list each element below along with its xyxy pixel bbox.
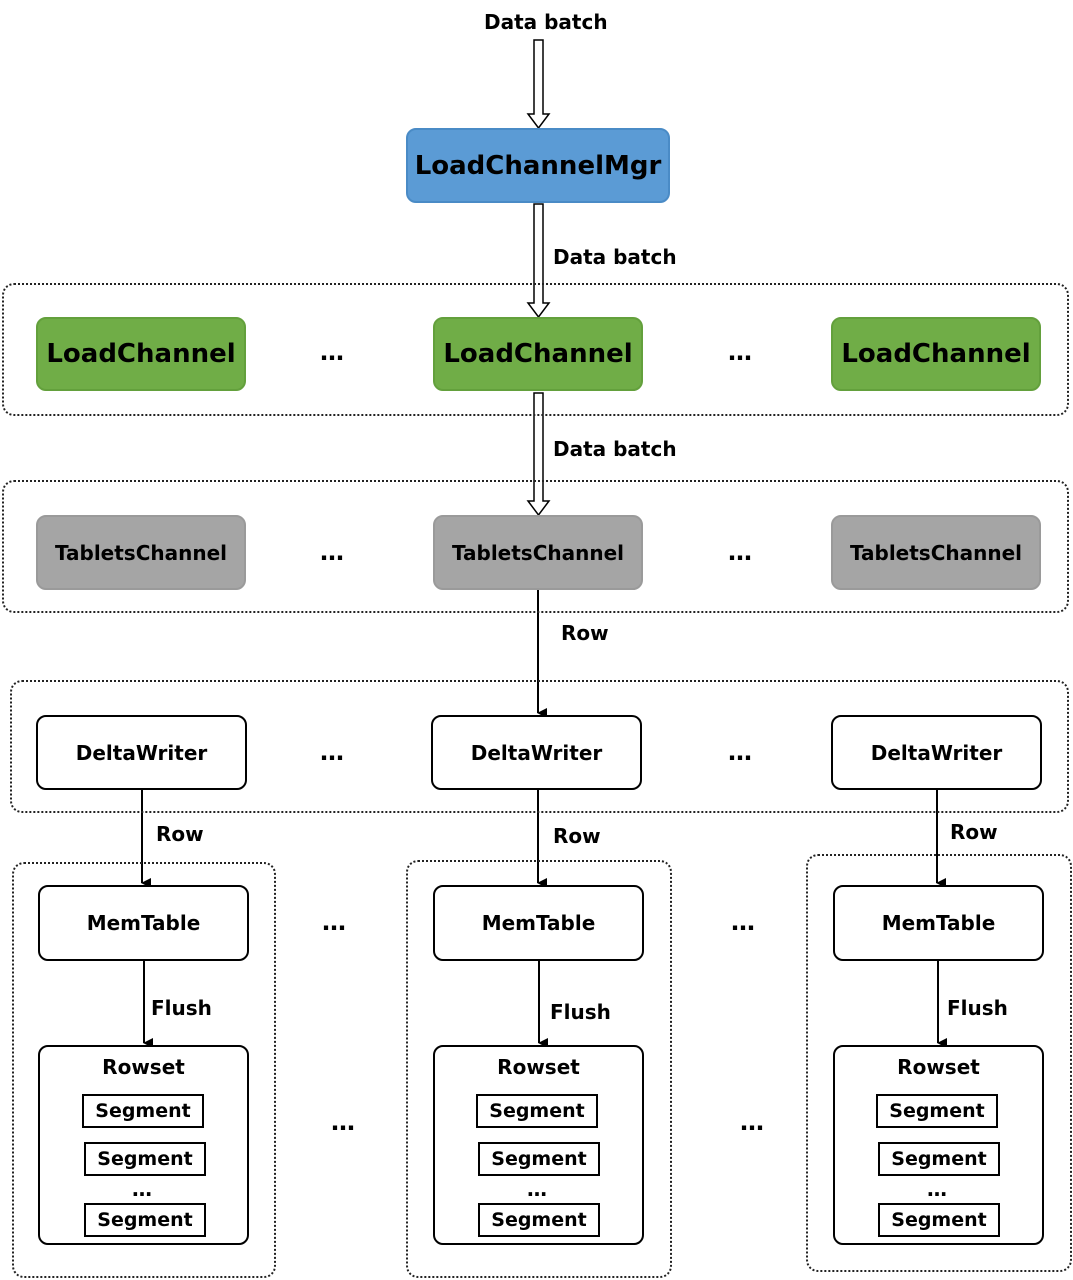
- label-row-delta-1: Row: [156, 822, 204, 846]
- label-row-tablets: Row: [561, 621, 609, 645]
- label-data-batch-loadchannel: Data batch: [553, 437, 677, 461]
- label-row-delta-3: Row: [950, 820, 998, 844]
- mem-table-node-3: MemTable: [833, 885, 1044, 961]
- segment-1: Segment: [82, 1094, 204, 1128]
- segment-ellipsis: …: [527, 1177, 547, 1201]
- segment-2: Segment: [878, 1142, 1000, 1176]
- ellipsis-mem-table-1: …: [322, 908, 346, 936]
- rowset-node-3: Rowset Segment Segment … Segment: [833, 1045, 1044, 1245]
- rowset-title: Rowset: [497, 1055, 580, 1079]
- ellipsis-mem-table-2: …: [731, 908, 755, 936]
- label-flush-2: Flush: [550, 1000, 611, 1024]
- rowset-title: Rowset: [102, 1055, 185, 1079]
- label-flush-1: Flush: [151, 996, 212, 1020]
- segment-3: Segment: [878, 1203, 1000, 1237]
- load-channel-node-2: LoadChannel: [433, 317, 643, 391]
- delta-writer-node-1: DeltaWriter: [36, 715, 247, 790]
- tablet-group-2: [406, 860, 672, 1278]
- tablets-channel-node-3: TabletsChannel: [831, 515, 1041, 590]
- ellipsis-rowset-1: …: [331, 1108, 355, 1136]
- label-data-batch-top: Data batch: [484, 10, 608, 34]
- delta-writer-node-2: DeltaWriter: [431, 715, 642, 790]
- ellipsis-load-channel-2: …: [728, 338, 752, 366]
- rowset-node-1: Rowset Segment Segment … Segment: [38, 1045, 249, 1245]
- load-channel-mgr-node: LoadChannelMgr: [406, 128, 670, 203]
- segment-3: Segment: [84, 1203, 206, 1237]
- segment-2: Segment: [84, 1142, 206, 1176]
- load-channel-group: [2, 283, 1069, 416]
- ellipsis-delta-writer-2: …: [728, 738, 752, 766]
- segment-ellipsis: …: [132, 1177, 152, 1201]
- segment-1: Segment: [876, 1094, 998, 1128]
- rowset-title: Rowset: [897, 1055, 980, 1079]
- ellipsis-tablets-channel-1: …: [320, 538, 344, 566]
- tablet-group-3: [806, 854, 1072, 1272]
- ellipsis-rowset-2: …: [740, 1108, 764, 1136]
- mem-table-node-1: MemTable: [38, 885, 249, 961]
- rowset-node-2: Rowset Segment Segment … Segment: [433, 1045, 644, 1245]
- segment-3: Segment: [478, 1203, 600, 1237]
- segment-2: Segment: [478, 1142, 600, 1176]
- label-data-batch-mgr: Data batch: [553, 245, 677, 269]
- segment-1: Segment: [476, 1094, 598, 1128]
- ellipsis-tablets-channel-2: …: [728, 538, 752, 566]
- tablets-channel-node-2: TabletsChannel: [433, 515, 643, 590]
- segment-ellipsis: …: [927, 1177, 947, 1201]
- delta-writer-group: [10, 680, 1069, 813]
- tablets-channel-group: [2, 480, 1069, 613]
- ellipsis-delta-writer-1: …: [320, 738, 344, 766]
- mem-table-node-2: MemTable: [433, 885, 644, 961]
- hollow-arrow-top: [526, 39, 551, 130]
- tablet-group-1: [12, 862, 276, 1278]
- label-row-delta-2: Row: [553, 824, 601, 848]
- ellipsis-load-channel-1: …: [320, 338, 344, 366]
- tablets-channel-node-1: TabletsChannel: [36, 515, 246, 590]
- load-channel-node-1: LoadChannel: [36, 317, 246, 391]
- label-flush-3: Flush: [947, 996, 1008, 1020]
- delta-writer-node-3: DeltaWriter: [831, 715, 1042, 790]
- load-channel-node-3: LoadChannel: [831, 317, 1041, 391]
